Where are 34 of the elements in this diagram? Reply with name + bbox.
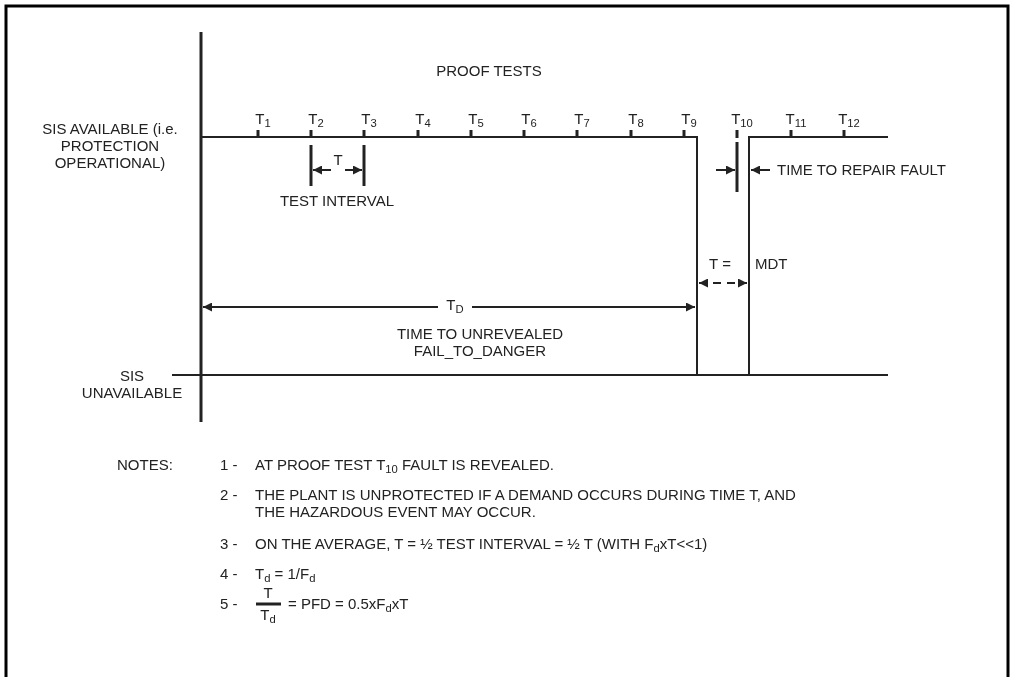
note-number: 3 - xyxy=(220,535,239,552)
tick-label: T$_{4}$ xyxy=(414,110,432,127)
formula-text: = PFD = 0.5xF$_{d}$xT xyxy=(288,595,410,612)
tick-label: T$_{6}$ xyxy=(520,110,538,127)
tick-label: T$_{1}$ xyxy=(254,110,272,127)
state-label: SIS AVAILABLE (i.e. PROTECTION OPERATIONAL) xyxy=(41,120,179,171)
note-number: 4 - xyxy=(220,565,239,582)
fraction-numerator: T xyxy=(262,584,274,601)
tick-label: T$_{2}$ xyxy=(307,110,325,127)
tick-label: T$_{9}$ xyxy=(680,110,698,127)
dimension-label: T xyxy=(332,151,344,168)
notes-heading: NOTES: xyxy=(117,456,174,473)
tick-label: T$_{3}$ xyxy=(360,110,378,127)
note-text: T$_{d}$ = 1/F$_{d}$ xyxy=(255,565,317,582)
tick-label: T$_{7}$ xyxy=(573,110,591,127)
note-text: AT PROOF TEST T$_{10}$ FAULT IS REVEALED. xyxy=(255,456,555,473)
note-number: 1 - xyxy=(220,456,239,473)
tick-label: T$_{8}$ xyxy=(627,110,645,127)
dimension-caption: TIME TO UNREVEALED FAIL_TO_DANGER xyxy=(395,325,565,359)
annotation-text: TIME TO REPAIR FAULT xyxy=(777,161,947,178)
dimension-caption: TEST INTERVAL xyxy=(278,192,396,209)
fraction-denominator: T$_{d}$ xyxy=(259,606,277,623)
note-number: 5 - xyxy=(220,595,239,612)
tick-label: T$_{11}$ xyxy=(784,110,808,127)
note-text: THE PLANT IS UNPROTECTED IF A DEMAND OCCURS DURING TIME T, AND THE HAZARDOUS EVENT MAY OCCUR. xyxy=(255,486,797,520)
dimension-label: T = xyxy=(708,255,732,272)
note-number: 2 - xyxy=(220,486,239,503)
tick-label: T$_{12}$ xyxy=(837,110,861,127)
note-text: ON THE AVERAGE, T = ½ TEST INTERVAL = ½ T (WITH F$_{d}$xT<<1) xyxy=(255,535,709,552)
tick-label: T$_{10}$ xyxy=(730,110,754,127)
tick-label: T$_{5}$ xyxy=(467,110,485,127)
dimension-label: MDT xyxy=(755,255,789,272)
state-label: SIS UNAVAILABLE xyxy=(80,367,184,401)
chart-heading: PROOF TESTS xyxy=(435,62,543,79)
